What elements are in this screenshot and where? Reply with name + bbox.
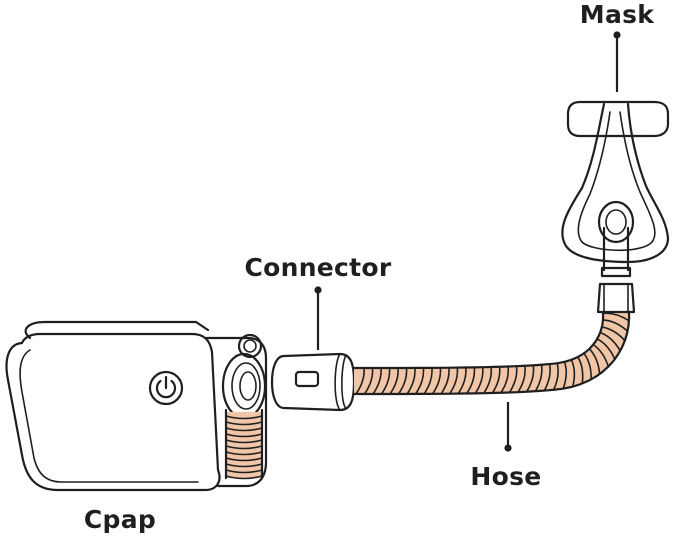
label-cpap-text: Cpap bbox=[84, 505, 156, 534]
hose-rib bbox=[465, 366, 476, 395]
mask bbox=[561, 100, 670, 314]
internal-hose-rib bbox=[225, 421, 263, 426]
cpap-machine bbox=[5, 320, 268, 492]
hose bbox=[352, 310, 631, 396]
hose-rib bbox=[423, 367, 433, 395]
hose-rib bbox=[583, 352, 592, 381]
label-connector: Connector bbox=[244, 253, 392, 350]
hose-rib bbox=[380, 367, 391, 395]
hose-rib bbox=[406, 367, 416, 395]
hose-rib bbox=[440, 366, 450, 395]
internal-hose-rib bbox=[225, 427, 263, 432]
hose-rib bbox=[562, 360, 568, 390]
hose-rib bbox=[474, 366, 484, 395]
hose-rib bbox=[457, 366, 467, 395]
hose-rib bbox=[600, 326, 626, 342]
hose-rib bbox=[397, 367, 408, 395]
label-mask: Mask bbox=[580, 0, 656, 92]
hose-rib bbox=[588, 348, 601, 375]
hose-rib bbox=[355, 367, 365, 395]
hose-rib bbox=[431, 367, 442, 395]
label-hose-text: Hose bbox=[470, 462, 541, 491]
hose-rib bbox=[517, 365, 526, 393]
hose-rib bbox=[599, 331, 622, 352]
hose-rib bbox=[552, 362, 559, 391]
internal-hose-rib bbox=[225, 433, 263, 438]
internal-hose-rib bbox=[225, 457, 263, 462]
hose-rib bbox=[483, 366, 493, 394]
internal-hose-rib bbox=[225, 415, 263, 420]
hose-rib bbox=[500, 365, 510, 394]
hose-rib bbox=[534, 363, 543, 392]
label-connector-text: Connector bbox=[244, 253, 391, 282]
internal-hose-rib bbox=[225, 439, 263, 444]
label-hose: Hose bbox=[470, 402, 541, 491]
hose-rib bbox=[363, 367, 374, 395]
hose-rib bbox=[414, 367, 425, 395]
hose-rib bbox=[372, 367, 382, 395]
hose-rib bbox=[543, 363, 551, 392]
hose-rib bbox=[592, 343, 610, 368]
hose-rib bbox=[491, 366, 501, 394]
hose-rib bbox=[570, 358, 576, 388]
hose-rib bbox=[525, 364, 535, 393]
connector bbox=[270, 352, 356, 412]
hose-rib bbox=[508, 365, 518, 394]
hose-rib bbox=[577, 356, 584, 385]
internal-hose-rib bbox=[225, 475, 263, 480]
internal-hose-rib bbox=[225, 469, 263, 474]
hose-rib bbox=[389, 367, 399, 395]
hose-rib bbox=[602, 319, 629, 333]
internal-hose-rib bbox=[225, 463, 263, 468]
internal-hose-rib bbox=[225, 451, 263, 456]
cpap-body bbox=[5, 332, 221, 492]
hose-rib bbox=[448, 366, 459, 395]
internal-hose bbox=[224, 408, 264, 480]
hose-rib bbox=[602, 312, 630, 322]
label-mask-text: Mask bbox=[580, 0, 656, 29]
power-icon bbox=[148, 370, 184, 406]
internal-hose-rib bbox=[225, 445, 263, 450]
label-cpap: Cpap bbox=[84, 505, 156, 534]
hose-rib bbox=[596, 338, 616, 361]
